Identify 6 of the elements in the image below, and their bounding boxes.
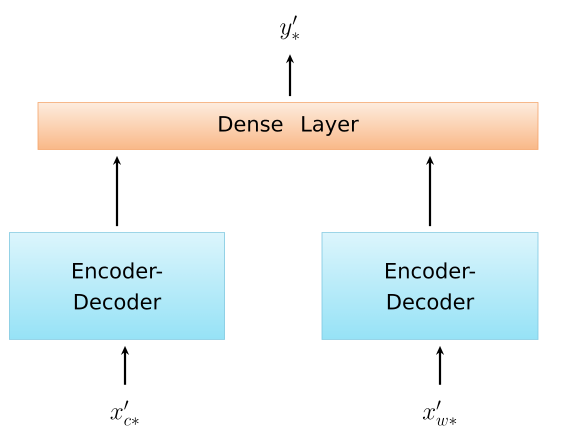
encoder-decoder-box: Encoder- Decoder	[9, 232, 225, 340]
dense-layer-box: Dense Layer	[38, 102, 538, 150]
encoder-decoder-box: Encoder- Decoder	[322, 232, 538, 340]
variable-label: $y'_*$	[280, 16, 299, 40]
variable-label: $x'_{c*}$	[110, 400, 138, 426]
variable-label: $x'_{w*}$	[422, 400, 456, 426]
